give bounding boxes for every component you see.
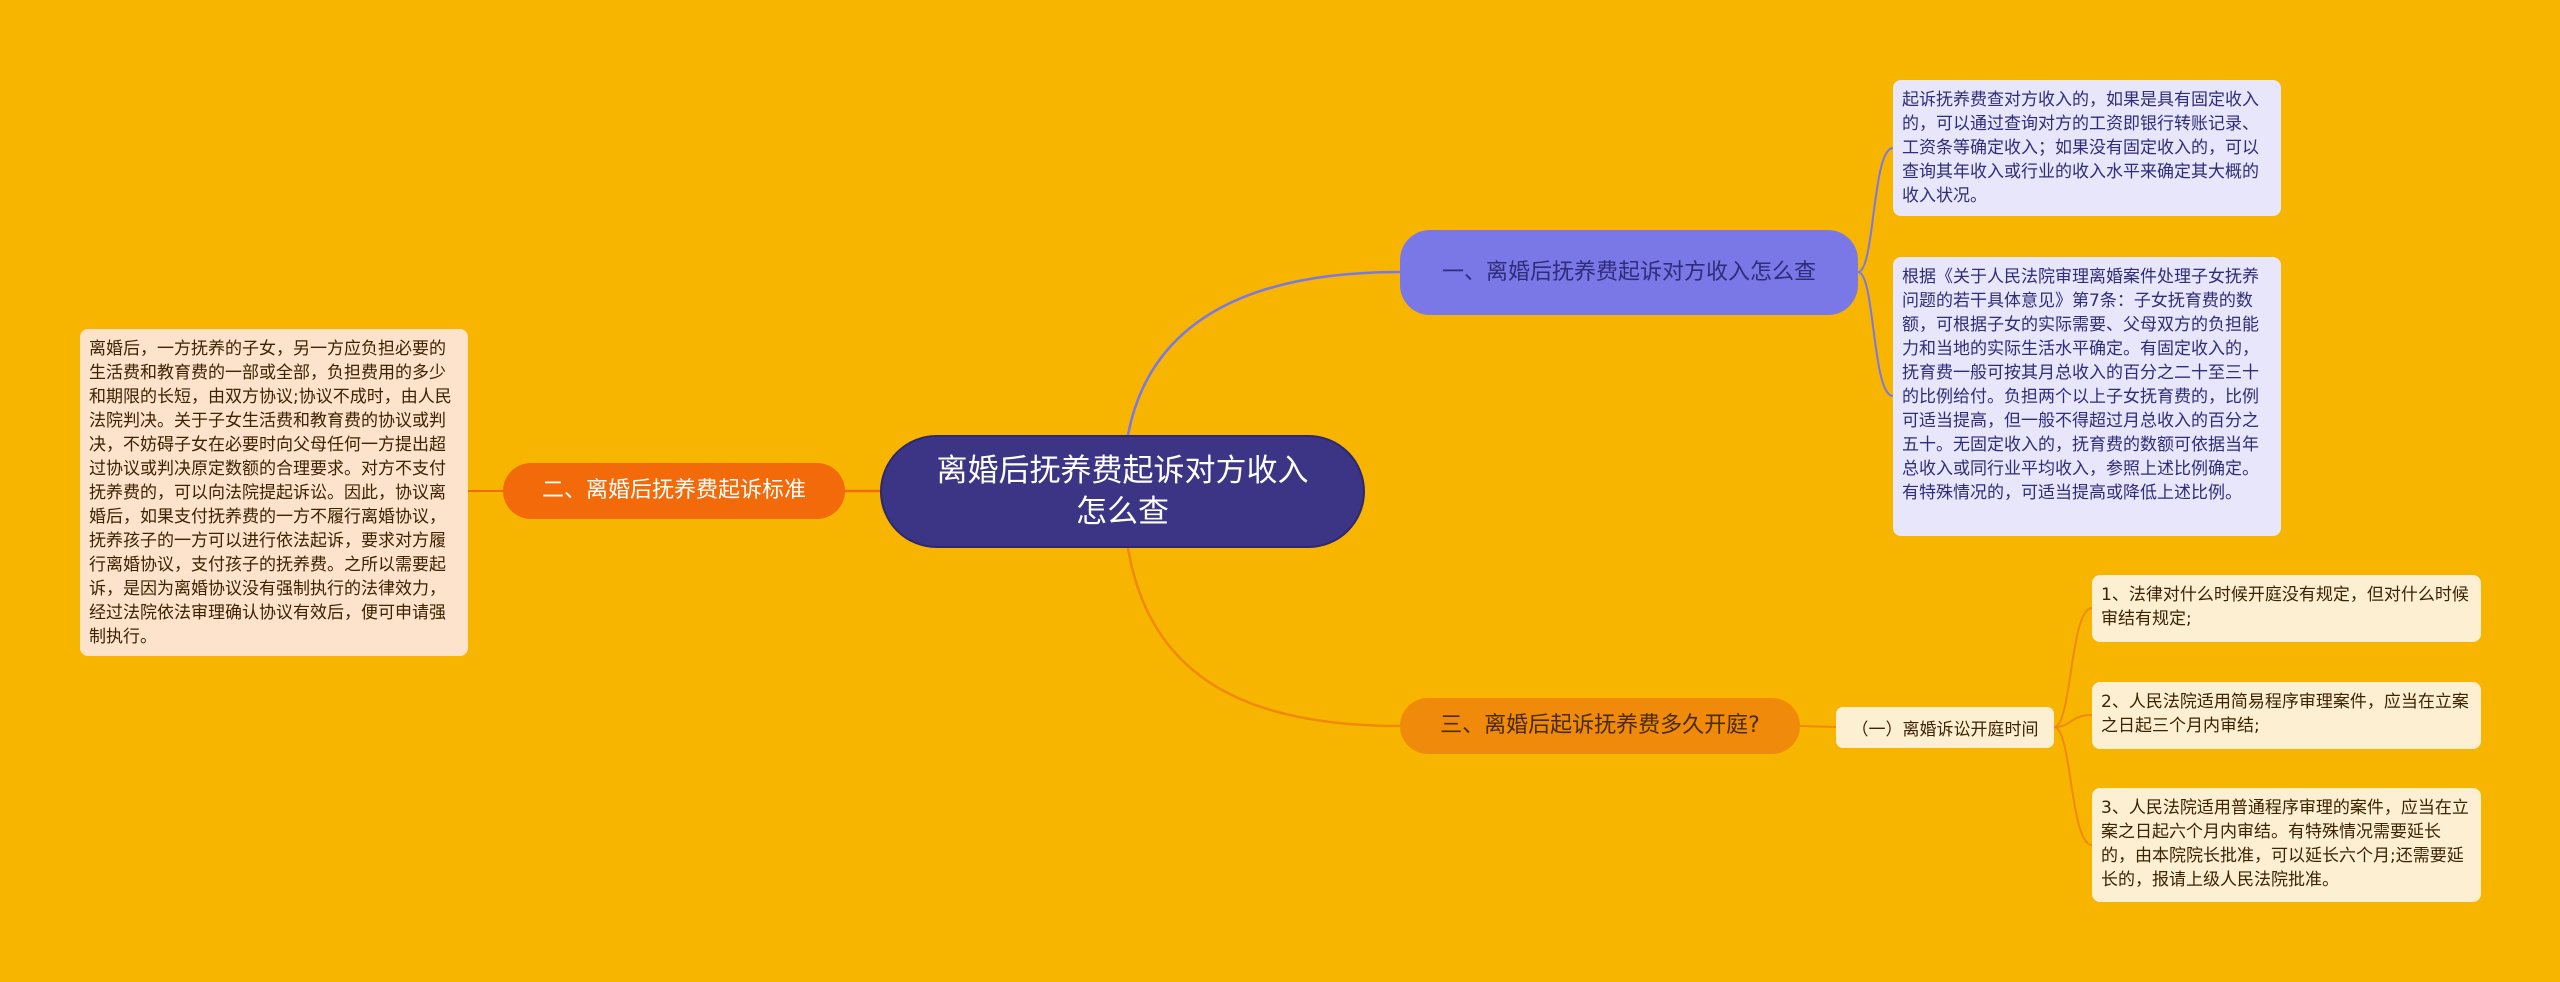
branch-3-note-3[interactable]: 3、人民法院适用普通程序审理的案件，应当在立案之日起六个月内审结。有特殊情况需要… bbox=[2092, 788, 2481, 902]
branch-3-note-2[interactable]: 2、人民法院适用简易程序审理案件，应当在立案之日起三个月内审结; bbox=[2092, 682, 2481, 749]
branch-1-note-2[interactable]: 根据《关于人民法院审理离婚案件处理子女抚养问题的若干具体意见》第7条：子女抚育费… bbox=[1893, 257, 2281, 536]
branch-topic-3[interactable]: 三、离婚后起诉抚养费多久开庭? bbox=[1400, 698, 1800, 754]
branch-topic-2-label: 二、离婚后抚养费起诉标准 bbox=[541, 478, 806, 503]
branch-3-subtopic-label: （一）离婚诉讼开庭时间 bbox=[1851, 720, 2039, 740]
branch-topic-3-label: 三、离婚后起诉抚养费多久开庭? bbox=[1440, 713, 1760, 738]
edge-branch-1-to-note-2 bbox=[1857, 271, 1894, 397]
central-topic-label: 离婚后抚养费起诉对方收入怎么查 bbox=[936, 452, 1309, 530]
branch-1-note-1[interactable]: 起诉抚养费查对方收入的，如果是具有固定收入的，可以通过查询对方的工资即银行转账记… bbox=[1893, 80, 2281, 216]
edge-sub-to-note-2 bbox=[2053, 714, 2093, 728]
edge-branch-3-to-sub bbox=[1799, 725, 1837, 728]
branch-topic-1-label: 一、离婚后抚养费起诉对方收入怎么查 bbox=[1442, 259, 1817, 285]
central-topic[interactable]: 离婚后抚养费起诉对方收入怎么查 bbox=[880, 435, 1365, 548]
branch-1-note-2-text: 根据《关于人民法院审理离婚案件处理子女抚养问题的若干具体意见》第7条：子女抚育费… bbox=[1902, 267, 2259, 503]
branch-topic-1[interactable]: 一、离婚后抚养费起诉对方收入怎么查 bbox=[1400, 230, 1858, 315]
branch-3-note-3-text: 3、人民法院适用普通程序审理的案件，应当在立案之日起六个月内审结。有特殊情况需要… bbox=[2101, 798, 2469, 890]
branch-3-subtopic[interactable]: （一）离婚诉讼开庭时间 bbox=[1836, 707, 2054, 748]
edge-center-to-branch-3 bbox=[1126, 547, 1401, 728]
branch-3-note-1-text: 1、法律对什么时候开庭没有规定，但对什么时候审结有规定; bbox=[2101, 585, 2469, 629]
branch-3-note-1[interactable]: 1、法律对什么时候开庭没有规定，但对什么时候审结有规定; bbox=[2092, 575, 2481, 642]
branch-2-note-1[interactable]: 离婚后，一方抚养的子女，另一方应负担必要的生活费和教育费的一部或全部，负担费用的… bbox=[80, 329, 468, 656]
edge-sub-to-note-3 bbox=[2053, 726, 2093, 846]
edge-branch-1-to-note-1 bbox=[1857, 147, 1894, 273]
branch-topic-2[interactable]: 二、离婚后抚养费起诉标准 bbox=[503, 463, 845, 519]
edge-sub-to-note-1 bbox=[2053, 607, 2093, 728]
branch-3-note-2-text: 2、人民法院适用简易程序审理案件，应当在立案之日起三个月内审结; bbox=[2101, 692, 2469, 736]
edge-center-to-branch-1 bbox=[1126, 270, 1401, 436]
branch-2-note-1-text: 离婚后，一方抚养的子女，另一方应负担必要的生活费和教育费的一部或全部，负担费用的… bbox=[89, 339, 452, 647]
branch-1-note-1-text: 起诉抚养费查对方收入的，如果是具有固定收入的，可以通过查询对方的工资即银行转账记… bbox=[1902, 90, 2259, 206]
